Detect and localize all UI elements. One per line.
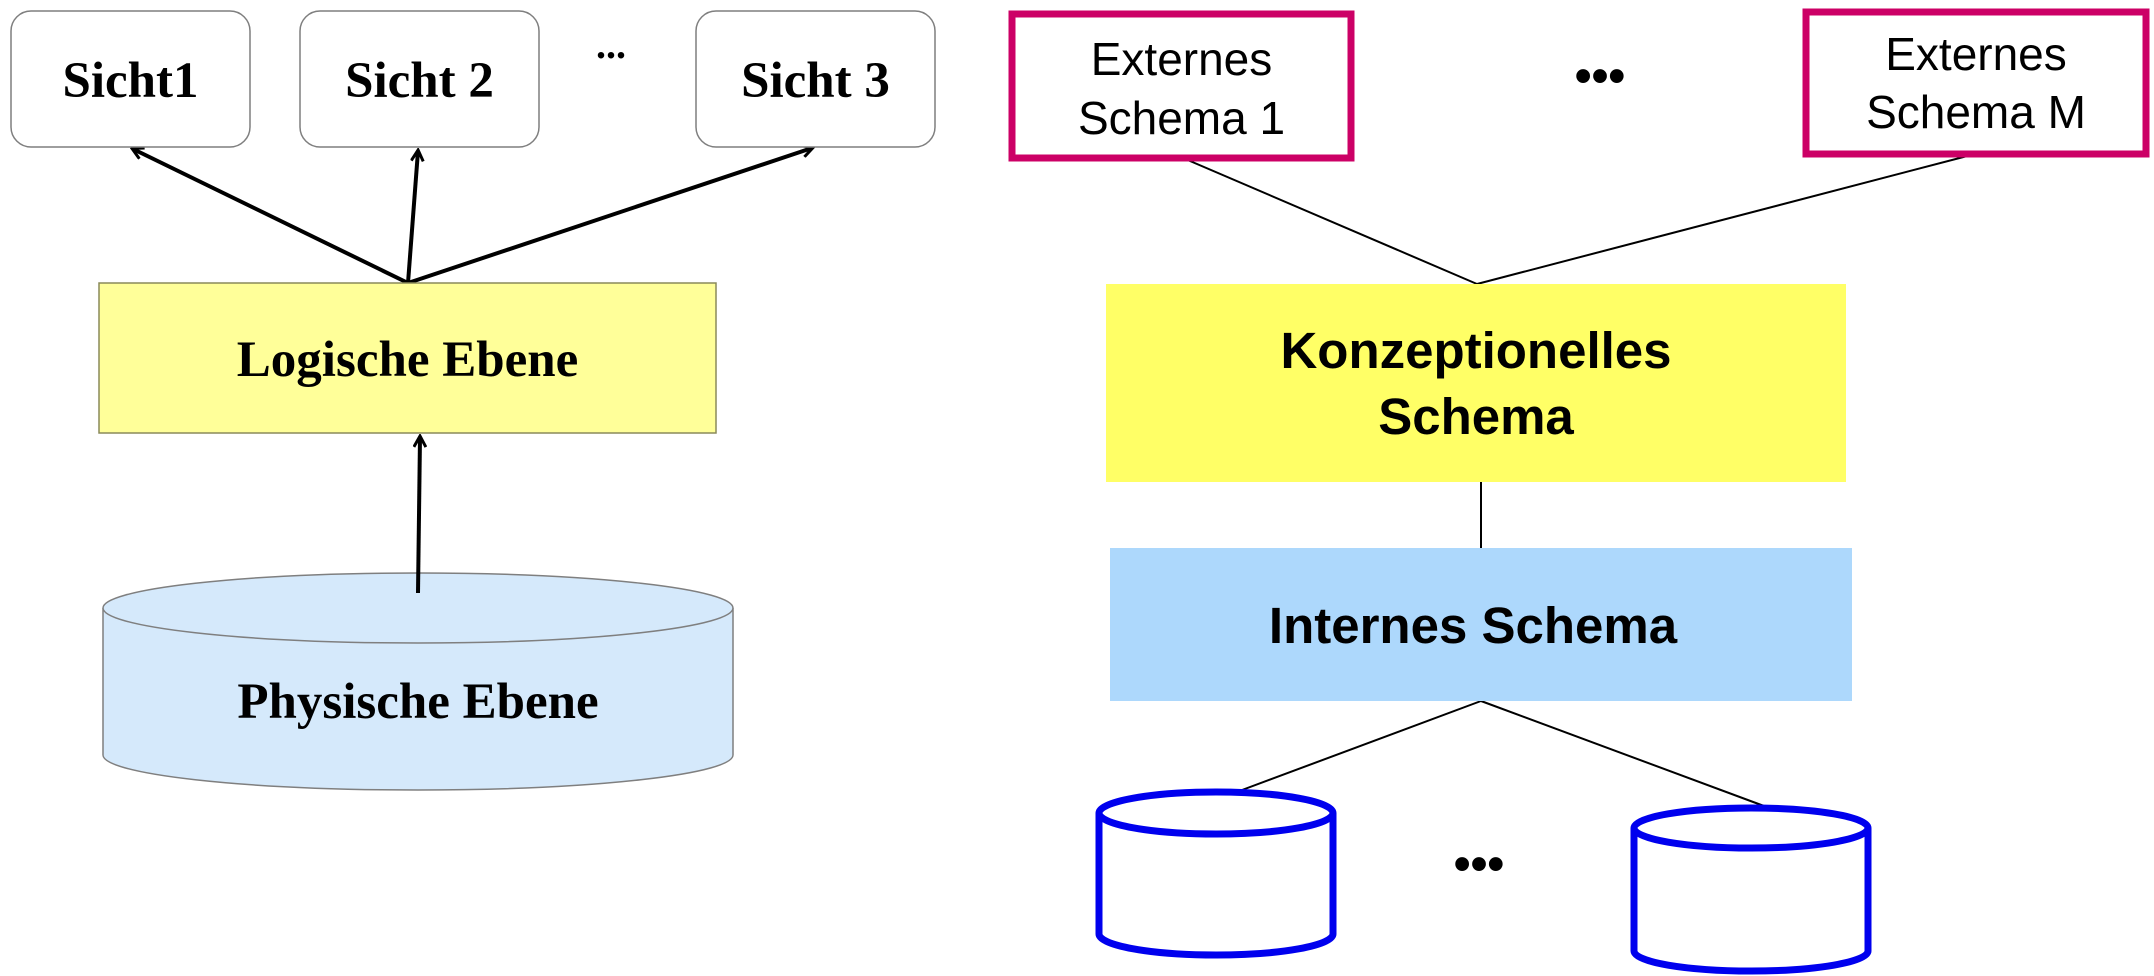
line-externalM-to-conceptual bbox=[1476, 153, 1976, 285]
view-label-1: Sicht1 bbox=[62, 53, 198, 109]
internal-schema-box: Internes Schema bbox=[1110, 548, 1852, 701]
storage-cylinder-2 bbox=[1630, 804, 1872, 975]
right-diagram: Externes Schema 1 ••• Externes Schema M … bbox=[1008, 8, 2150, 975]
conceptual-schema-line2: Schema bbox=[1378, 388, 1574, 445]
arrow-physical-to-logical bbox=[418, 437, 420, 594]
view-box-2: Sicht 2 bbox=[299, 10, 540, 148]
conceptual-schema-box: Konzeptionelles Schema bbox=[1106, 284, 1846, 482]
view-label-3: Sicht 3 bbox=[741, 53, 890, 109]
external-schema-box-1: Externes Schema 1 bbox=[1008, 10, 1355, 162]
storage-cylinder-1 bbox=[1095, 788, 1337, 959]
internal-schema-label: Internes Schema bbox=[1269, 597, 1678, 654]
views-ellipsis: ... bbox=[596, 22, 626, 67]
logical-level-label: Logische Ebene bbox=[237, 332, 578, 388]
storage-ellipsis: ••• bbox=[1454, 838, 1504, 891]
arrow-to-view-3 bbox=[407, 148, 812, 285]
external-schema-m-line1: Externes bbox=[1885, 28, 2067, 80]
view-box-1: Sicht1 bbox=[10, 10, 251, 148]
line-internal-to-storage-1 bbox=[1233, 700, 1482, 794]
logical-level-box: Logische Ebene bbox=[98, 282, 717, 434]
arrow-to-view-1 bbox=[133, 149, 409, 285]
view-box-3: Sicht 3 bbox=[695, 10, 936, 148]
physical-level-cylinder: Physische Ebene bbox=[102, 572, 734, 791]
external-schema-box-m: Externes Schema M bbox=[1802, 8, 2150, 158]
view-label-2: Sicht 2 bbox=[345, 53, 494, 109]
arrow-to-view-2 bbox=[406, 151, 418, 284]
external-schema-1-line2: Schema 1 bbox=[1078, 92, 1285, 144]
conceptual-schema-line1: Konzeptionelles bbox=[1280, 322, 1671, 379]
external-schemas-ellipsis: ••• bbox=[1575, 50, 1625, 103]
physical-level-label: Physische Ebene bbox=[237, 674, 598, 730]
external-schema-1-line1: Externes bbox=[1091, 33, 1273, 85]
line-external1-to-conceptual bbox=[1182, 157, 1478, 285]
line-internal-to-storage-2 bbox=[1480, 700, 1765, 807]
left-diagram: Sicht1 Sicht 2 ... Sicht 3 Logische Eben… bbox=[10, 10, 936, 791]
external-schema-m-line2: Schema M bbox=[1866, 86, 2086, 138]
